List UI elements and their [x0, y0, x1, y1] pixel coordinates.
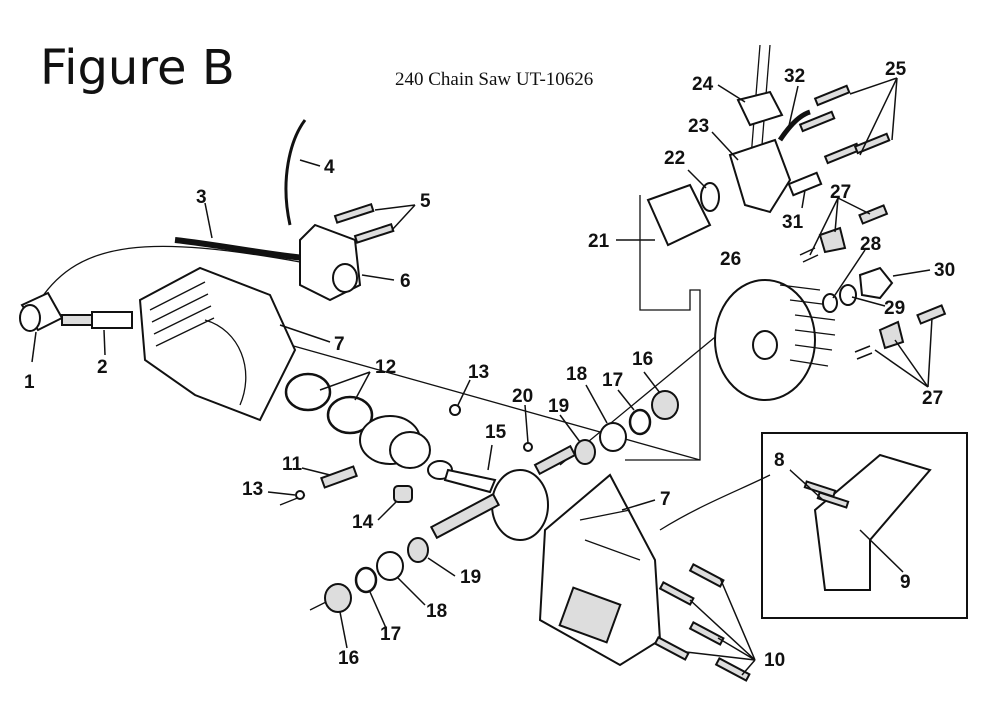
callout-13b: 13: [242, 479, 263, 500]
callout-16b: 16: [338, 648, 359, 669]
part-10-screws: [653, 563, 751, 682]
part-2-spark-plug: [61, 311, 133, 329]
part-5-screws: [333, 203, 395, 244]
part-16-bearing-upper: [651, 390, 679, 420]
part-4-ignition-wire: [284, 119, 307, 226]
part-31-spacer: [787, 171, 823, 197]
part-7-cylinder: [138, 266, 297, 422]
callout-29: 29: [884, 298, 905, 319]
callout-26: 26: [720, 249, 741, 270]
callout-22: 22: [664, 148, 685, 169]
callout-leader-lines: [31, 77, 933, 676]
part-7-crankcase: [538, 473, 662, 667]
callout-3: 3: [196, 187, 207, 208]
figure-title: Figure B: [40, 40, 235, 96]
callout-25: 25: [885, 59, 907, 80]
callout-2: 2: [97, 357, 108, 378]
callout-6: 6: [400, 271, 411, 292]
callout-12: 12: [375, 357, 396, 378]
part-16-bearing-lower: [324, 583, 352, 613]
part-18-seal-upper: [599, 422, 627, 452]
part-26-flywheel: [714, 279, 836, 401]
callout-18b: 18: [426, 601, 447, 622]
part-28-washer: [822, 293, 838, 313]
callout-16a: 16: [632, 349, 653, 370]
callout-24: 24: [692, 74, 714, 95]
part-3-fuel-line: [174, 237, 306, 261]
callout-15: 15: [485, 422, 507, 443]
part-18-seal-lower: [376, 551, 404, 581]
callout-1: 1: [24, 372, 35, 393]
callout-20: 20: [512, 386, 533, 407]
callout-11: 11: [282, 454, 303, 475]
part-19-bearing-upper: [574, 439, 596, 465]
part-13-clip-upper: [449, 404, 461, 416]
callout-labels: 1 2 3 4 5 6 7 12 13 11 13 14 15 20 19 18…: [24, 59, 955, 671]
callout-19a: 19: [548, 396, 569, 417]
part-27-pawls-springs: [799, 204, 947, 360]
part-29-washer: [839, 284, 857, 306]
part-22-reed: [700, 182, 720, 212]
part-14-needle-bearing: [393, 485, 413, 503]
callout-17b: 17: [380, 624, 401, 645]
part-19-bearing-lower: [407, 537, 429, 563]
part-24-plate: [736, 90, 784, 127]
callout-32: 32: [784, 66, 805, 87]
callout-27b: 27: [922, 388, 943, 409]
callout-28: 28: [860, 234, 881, 255]
part-12-piston-rings: [284, 372, 374, 435]
part-17-ring-lower: [354, 566, 378, 594]
part-15-crankshaft: [427, 444, 577, 541]
callout-9: 9: [900, 572, 911, 593]
inset-bar-mount: [761, 432, 968, 619]
callout-4: 4: [324, 157, 335, 178]
callout-13a: 13: [468, 362, 489, 383]
model-title: 240 Chain Saw UT-10626: [395, 69, 594, 90]
callout-27a: 27: [830, 182, 851, 203]
part-13-clip-lower: [295, 490, 305, 500]
part-1-spark-plug-boot: [19, 291, 64, 332]
callout-14: 14: [352, 512, 374, 533]
callout-5: 5: [420, 191, 431, 212]
part-21-gasket: [646, 183, 712, 247]
callout-30: 30: [934, 260, 955, 281]
part-25-screws: [798, 84, 891, 165]
part-23-carburetor-adapter: [728, 138, 792, 214]
callout-18a: 18: [566, 364, 587, 385]
part-6-ignition-module: [299, 223, 362, 302]
callout-8: 8: [774, 450, 785, 471]
part-32-tube: [777, 109, 811, 142]
callout-7a: 7: [334, 334, 345, 355]
part-17-ring-upper: [628, 408, 652, 436]
callout-17a: 17: [602, 370, 623, 391]
callout-7b: 7: [660, 489, 671, 510]
callout-23: 23: [688, 116, 709, 137]
callout-31: 31: [782, 212, 804, 233]
callout-21: 21: [588, 231, 610, 252]
part-20-key: [523, 442, 533, 452]
part-30-nut: [858, 266, 894, 300]
part-11-piston: [320, 415, 431, 489]
callout-19b: 19: [460, 567, 481, 588]
callout-10: 10: [764, 650, 785, 671]
